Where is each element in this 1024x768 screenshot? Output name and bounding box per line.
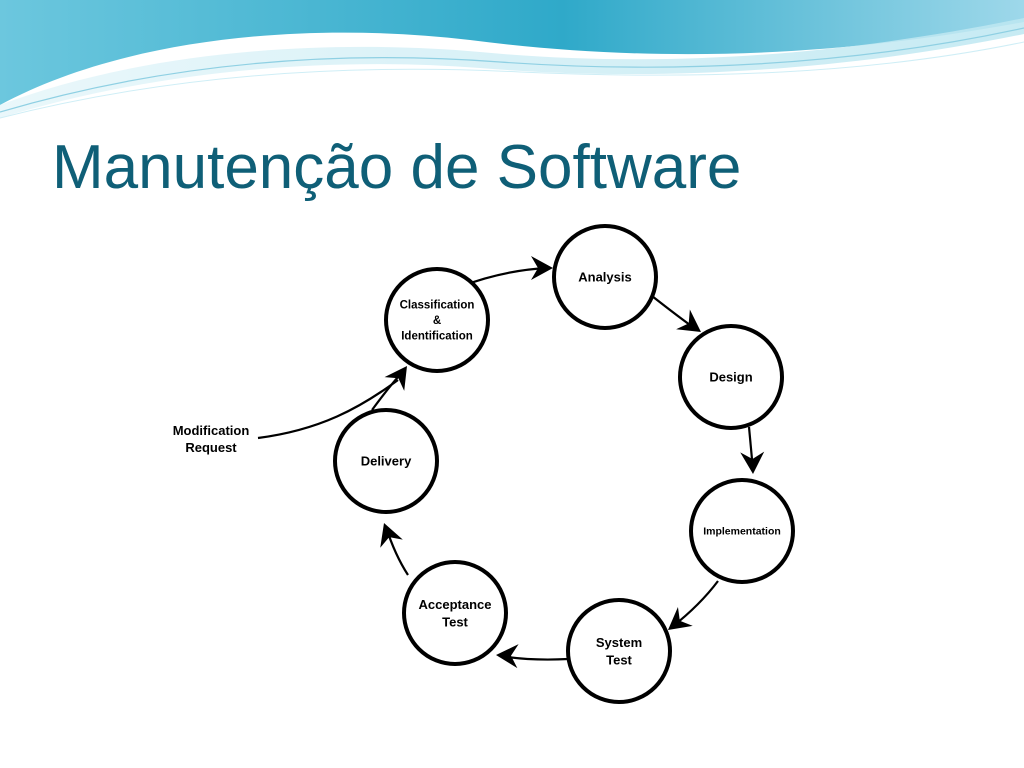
node-label-delivery-1: Delivery [361,454,412,469]
node-circle-design [678,324,784,430]
node-label-implementation-1: Implementation [703,526,781,538]
node-circle-system-test [566,598,672,704]
node-analysis: Analysis [552,224,658,330]
slide-title: Manutenção de Software [52,133,742,202]
node-delivery: Delivery [333,408,439,514]
node-label-analysis-1: Analysis [578,270,631,285]
modification-request-label-line-2: Request [185,440,237,455]
node-implementation: Implementation [689,478,795,584]
modification-request-label-line-1: Modification [173,423,250,438]
arrow-head-2 [676,309,701,332]
node-label-system-test-1: System [596,635,642,650]
arrow-head-3 [740,451,765,474]
node-label-classification-1: Classification [400,300,475,312]
arrow-head-7 [384,366,407,391]
node-circle-delivery [333,408,439,514]
node-circle-analysis [552,224,658,330]
node-circle-implementation [689,478,795,584]
node-label-classification-2: & [433,315,441,327]
node-circle-acceptance-test [402,560,508,666]
node-design: Design [678,324,784,430]
node-label-acceptance-test-2: Test [442,614,468,629]
node-label-system-test-2: Test [606,652,632,667]
arrow-head-5 [496,644,519,669]
modification-request-connector [257,379,399,440]
header-wave-decoration [0,0,1024,119]
arrow-head-6 [380,523,403,548]
node-label-acceptance-test-1: Acceptance [419,597,492,612]
cycle-connectors [257,256,765,669]
node-label-design-1: Design [709,370,752,385]
arrow-head-1 [531,256,553,280]
node-label-classification-3: Identification [401,331,473,343]
node-circle-classification [384,267,490,373]
cycle-nodes: Classification & Identification AnalysisDes… [333,224,795,704]
arrow-head-4 [668,606,693,630]
node-classification: Classification & Identification [384,267,490,373]
